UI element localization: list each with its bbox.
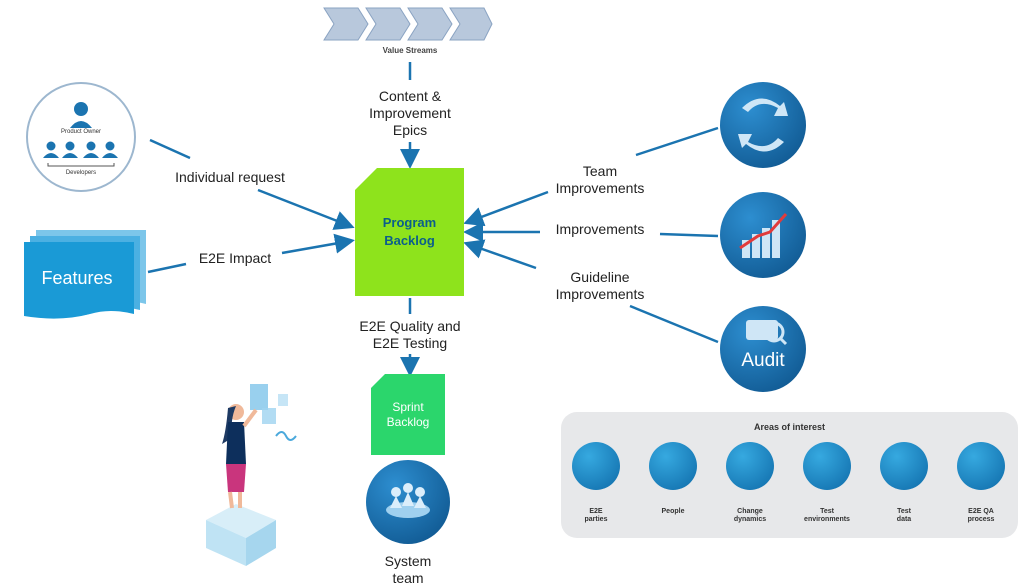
area-label: E2E parties — [584, 508, 608, 523]
e2e-impact-arrow — [281, 233, 355, 255]
product-owner-circle: Product Owner Developers — [26, 82, 136, 192]
improvements-label: Improvements — [555, 221, 645, 237]
system-team-circle — [366, 460, 450, 544]
team-improvements-circle — [720, 82, 806, 168]
bar-growth-icon — [739, 213, 788, 258]
features-stack — [24, 230, 146, 319]
server-icon — [803, 442, 851, 490]
team-improvements-arrow — [463, 190, 549, 227]
area-people: People — [643, 442, 703, 516]
database-icon — [880, 442, 928, 490]
area-label: E2E QA process — [967, 508, 995, 523]
program-backlog: Program Backlog — [355, 168, 464, 296]
refresh-icon — [738, 98, 788, 152]
area-e2e-qa-process: E2E QA process — [951, 442, 1011, 524]
area-label: People — [661, 508, 685, 515]
features-connector — [147, 262, 187, 274]
po-connector — [149, 138, 191, 160]
tools-icon — [726, 442, 774, 490]
team-icon — [43, 102, 118, 167]
area-test-environments: Test environments — [797, 442, 857, 524]
e2e-impact-label: E2E Impact — [198, 250, 272, 266]
team-improvements-label: Team Improvements — [555, 163, 645, 196]
checklist-icon — [957, 442, 1005, 490]
magnifier-icon — [746, 320, 788, 346]
areas-of-interest-panel: Areas of interest E2E parties People Cha… — [561, 412, 1018, 538]
improvements-circle — [720, 192, 806, 278]
area-change-dynamics: Change dynamics — [720, 442, 780, 524]
area-test-data: Test data — [874, 442, 934, 524]
audit-label: Audit — [741, 350, 785, 371]
system-team-label: System team — [384, 553, 432, 586]
area-label: Test data — [896, 508, 912, 523]
audit-circle: Audit — [720, 306, 806, 392]
individual-request-arrow — [257, 188, 355, 230]
product-owner-label: Product Owner — [60, 129, 102, 135]
value-streams-label: Value Streams — [382, 46, 438, 55]
quality-testing-label: E2E Quality and E2E Testing — [359, 318, 461, 351]
area-label: Test environments — [804, 508, 850, 523]
guideline-arrow — [463, 239, 537, 270]
program-backlog-label: Program Backlog — [382, 215, 437, 248]
guideline-connector — [629, 304, 719, 344]
value-streams-chevrons — [323, 7, 493, 41]
guideline-improvements-label: Guideline Improvements — [555, 269, 645, 302]
areas-title: Areas of interest — [753, 422, 826, 432]
person-illustration — [206, 384, 297, 566]
area-e2e-parties: E2E parties — [566, 442, 626, 524]
area-label: Change dynamics — [733, 508, 767, 523]
people-icon — [649, 442, 697, 490]
content-epics-label: Content & Improvement Epics — [369, 88, 451, 138]
features-label: Features — [41, 268, 113, 288]
parties-icon — [572, 442, 620, 490]
system-team-icon — [386, 483, 430, 518]
individual-request-label: Individual request — [175, 169, 285, 185]
sprint-backlog: Sprint Backlog — [371, 374, 445, 455]
team-improvements-connector — [635, 126, 719, 157]
improvements-connector — [659, 232, 719, 238]
sprint-backlog-label: Sprint Backlog — [386, 399, 430, 429]
developers-label: Developers — [65, 170, 97, 176]
